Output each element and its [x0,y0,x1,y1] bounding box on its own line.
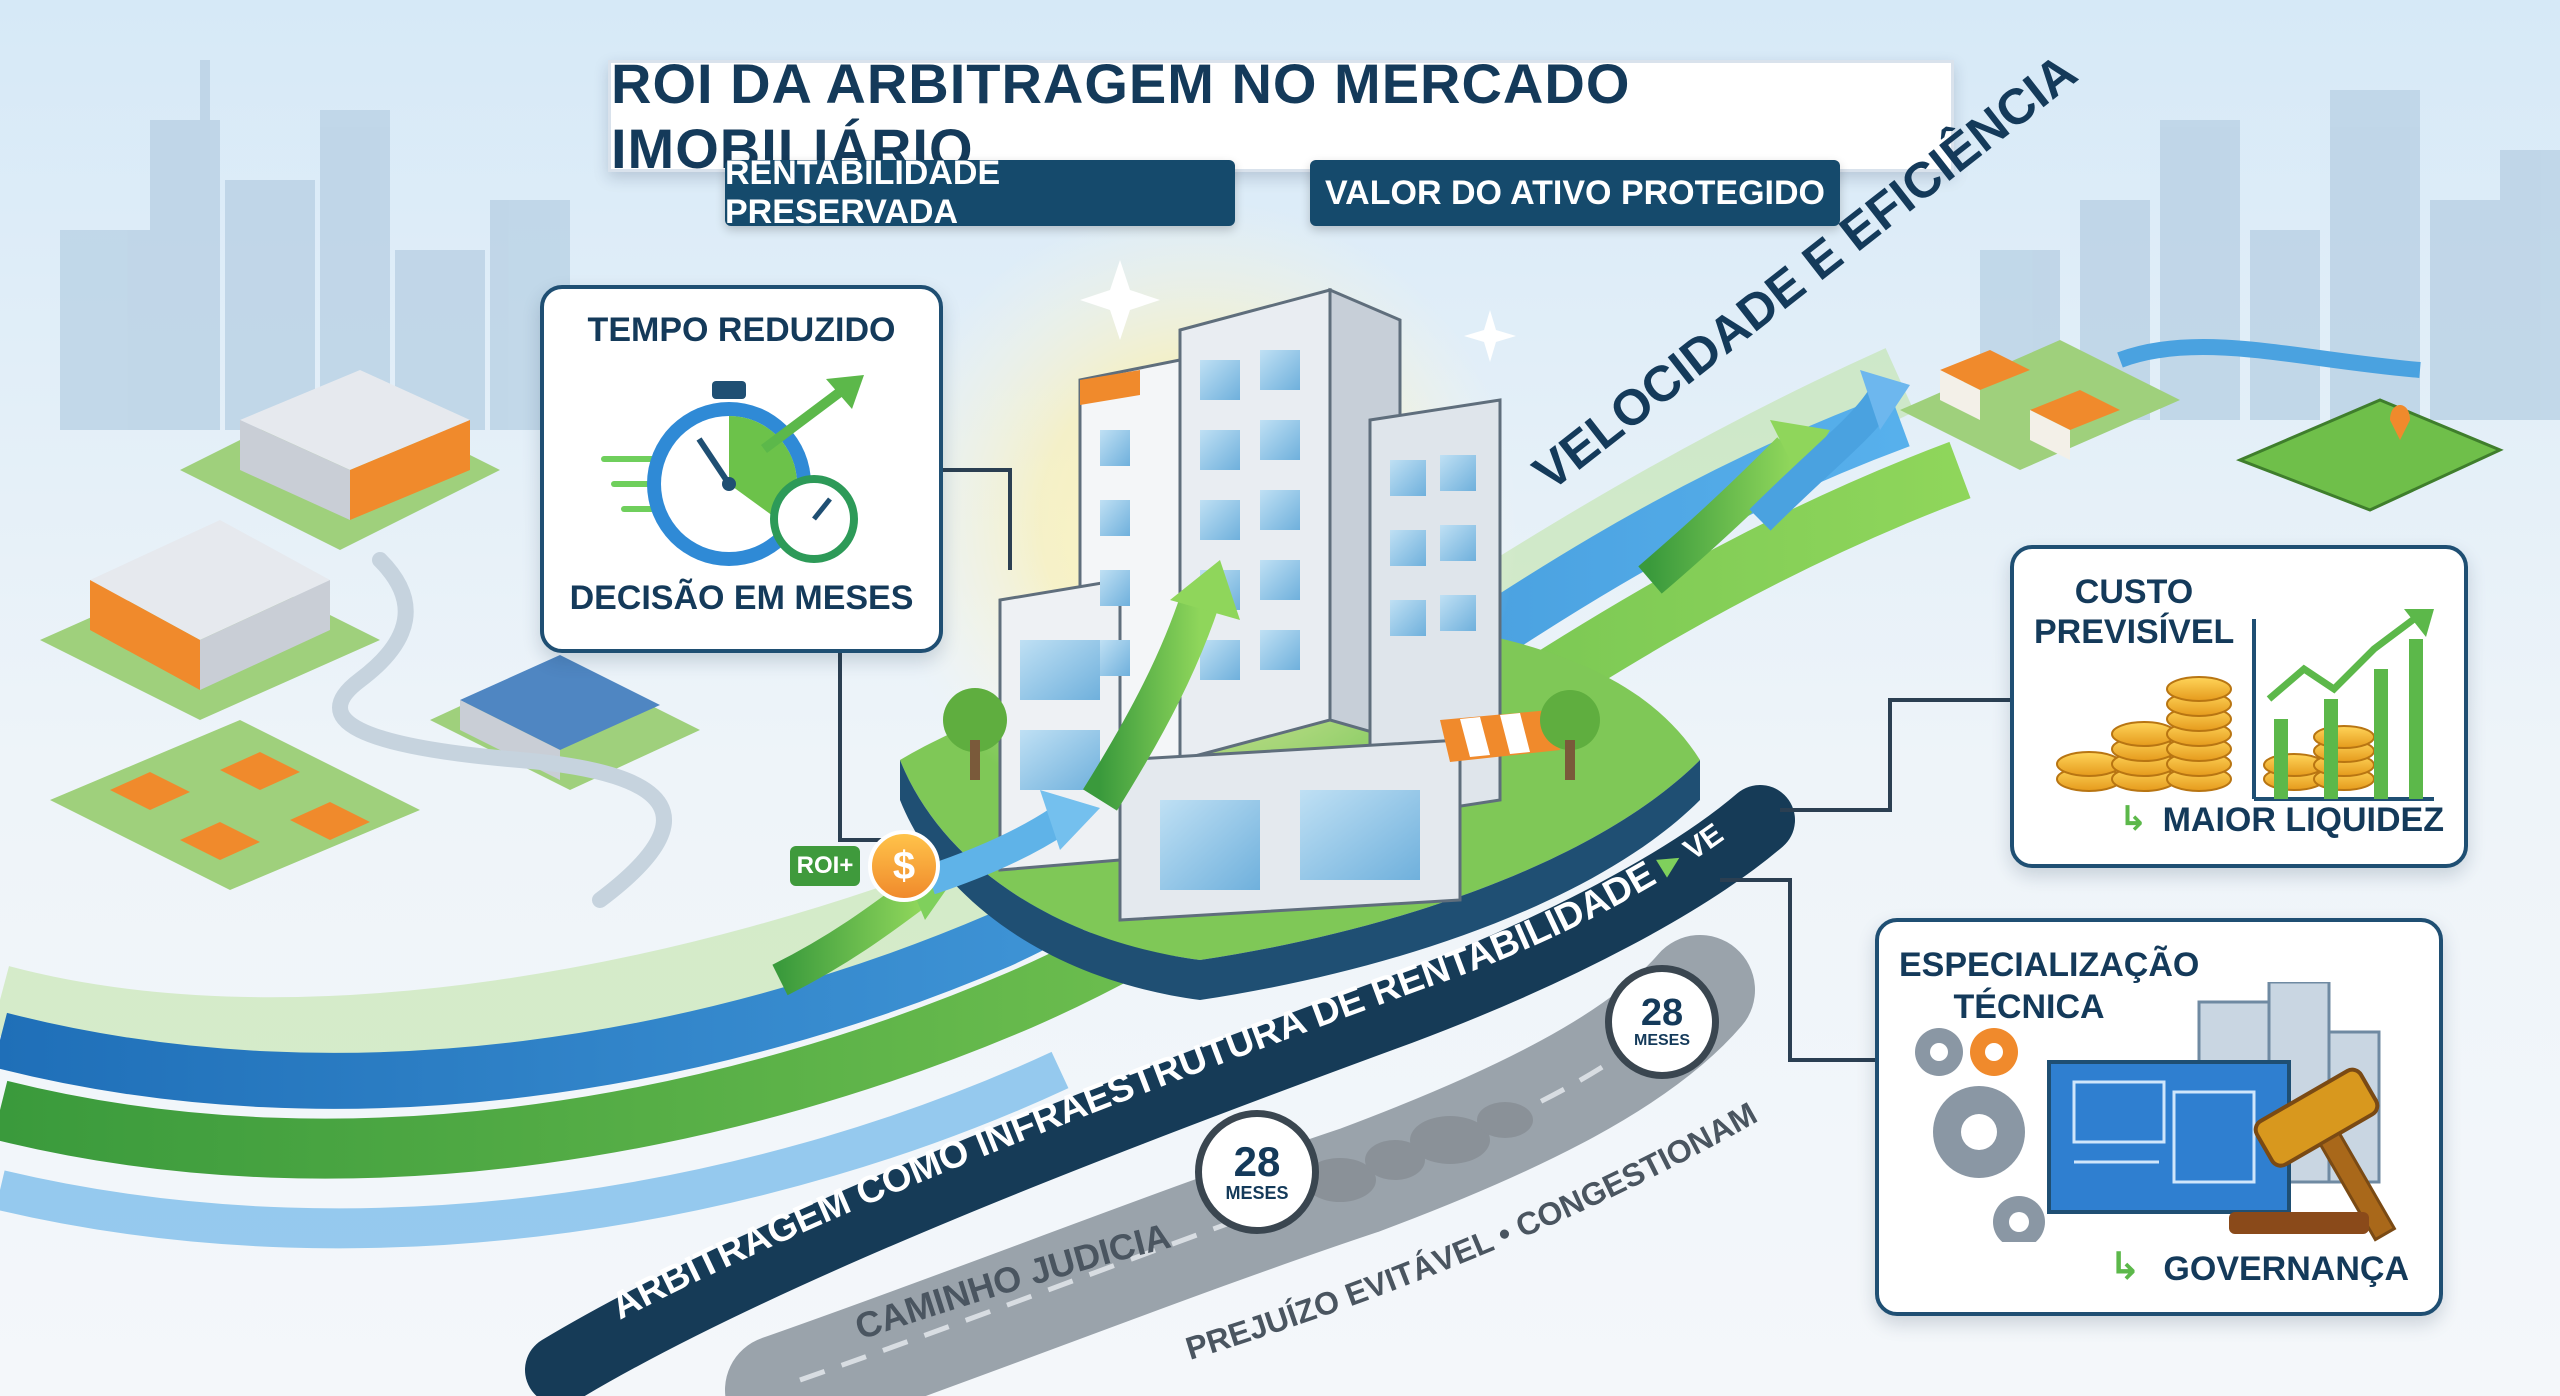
svg-text:ARBITRAGEM COMO INFRAESTRUTURA: ARBITRAGEM COMO INFRAESTRUTURA DE RENTAB… [0,0,1729,1328]
stopwatch-icon [601,375,864,566]
svg-text:PREJUÍZO EVITÁVEL • CONGESTION: PREJUÍZO EVITÁVEL • CONGESTIONAMENTO [0,0,1763,1367]
trees [943,688,1600,780]
page-title: ROI DA ARBITRAGEM NO MERCADO IMOBILIÁRIO [611,52,1631,180]
timer1-unit: MESES [1225,1182,1289,1203]
card-especializacao-tecnica: ESPECIALIZAÇÃO TÉCNICA GOVERNANÇA ↳ [1875,918,2443,1316]
timer2-unit: MESES [1633,1032,1690,1049]
blueprint-gavel-icon [1915,982,2397,1242]
card-custo-previsivel: CUSTO PREVISÍVEL MAIOR LIQUIDEZ ↳ [2010,545,2468,868]
swoosh-lower-blue [0,1051,1069,1249]
card-custo-title-line1: CUSTO [2074,573,2194,611]
houses-top-right [1900,339,2421,470]
card-spec-caption: GOVERNANÇA [2163,1250,2409,1288]
card-custo-title-line2: PREVISÍVEL [2034,613,2235,651]
ribbon-dark [525,785,1795,1396]
badge-rentabilidade: RENTABILIDADE PRESERVADA [725,154,1235,231]
timer2-value: 28 [1640,992,1684,1034]
arrow-right-icon: ↳ [2119,800,2148,838]
roi-badge: ROI+ [790,846,860,886]
judicial-road-lane [799,993,1692,1383]
sparkles [1080,260,1516,362]
ribbon-tail-text: VELOCIDADE E EFICIÊNCIA [0,0,1729,867]
timer-28-meses-1: 28 MESES [1195,1110,1319,1234]
arrow-right-icon-2: ↳ [2109,1246,2141,1288]
swoosh-blue [0,393,1910,1109]
road-rocks [1304,1102,1533,1202]
skyline-right [1980,90,2560,420]
judicial-side-text: PREJUÍZO EVITÁVEL • CONGESTIONAMENTO [0,0,1763,1367]
skyline-left [60,60,570,430]
card-tempo-reduzido: TEMPO REDUZIDO DECISÃO EM MESES [540,285,943,653]
card-spec-title-line1: ESPECIALIZAÇÃO [1899,946,2200,984]
card-custo-caption: MAIOR LIQUIDEZ [2162,801,2444,839]
timer-28-meses-2: 28 MESES [1605,965,1719,1079]
card-tempo-title: TEMPO REDUZIDO [587,311,896,349]
industrial-building-1 [180,370,500,550]
swoosh-green [0,441,1971,1179]
residential-block [50,720,420,890]
industrial-building-2 [40,520,380,720]
card-spec-title-line2: TÉCNICA [1953,988,2105,1026]
dollar-coin-icon: $ [868,830,940,902]
timer1-value: 28 [1233,1137,1281,1185]
title-banner: ROI DA ARBITRAGEM NO MERCADO IMOBILIÁRIO [608,52,1954,180]
land-plot [2236,398,2504,512]
coins-chart-icon [2056,609,2434,801]
left-connector-path [332,552,672,908]
card-tempo-caption: DECISÃO EM MESES [569,579,914,617]
badge-valor-ativo: VALOR DO ATIVO PROTEGIDO [1310,160,1840,226]
